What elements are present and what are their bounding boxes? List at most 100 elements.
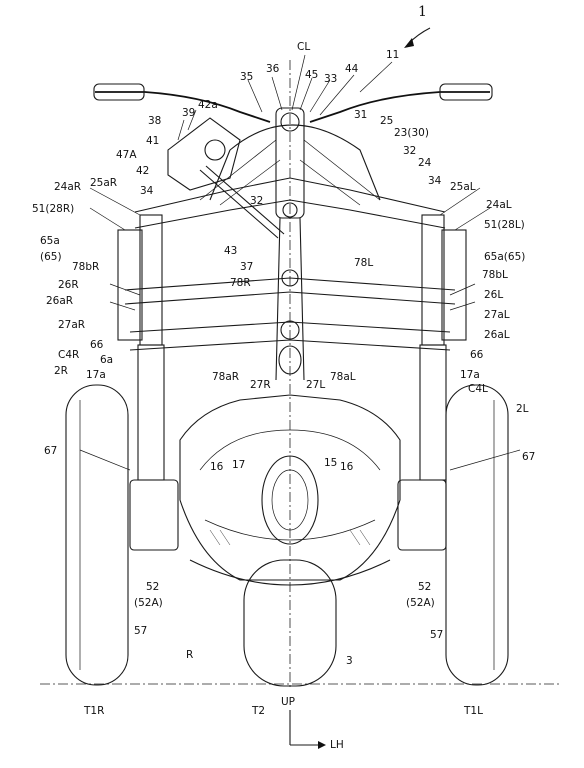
upper-arm-lower bbox=[134, 199, 446, 229]
label-65-right: (65) bbox=[40, 251, 62, 263]
label-11: 11 bbox=[386, 49, 400, 61]
label-17a-right: 17a bbox=[86, 369, 106, 381]
body-outline bbox=[179, 394, 401, 581]
label-33: 33 bbox=[324, 73, 338, 85]
label-43: 43 bbox=[224, 245, 238, 257]
label-35: 35 bbox=[240, 71, 254, 83]
low-arm bbox=[129, 321, 451, 333]
low-arm-lower bbox=[129, 339, 451, 351]
right-hub bbox=[129, 479, 179, 551]
label-42: 42 bbox=[136, 165, 150, 177]
label-51-28l: 51(28L) bbox=[484, 219, 525, 231]
right-fork-lower bbox=[137, 344, 165, 481]
handlebar bbox=[95, 91, 490, 123]
master-cylinder bbox=[167, 117, 241, 191]
upper-brace-l bbox=[299, 139, 381, 206]
label-67-right: 67 bbox=[44, 445, 58, 457]
mid-arm bbox=[124, 277, 456, 291]
reservoir bbox=[204, 139, 226, 161]
central-spine bbox=[275, 217, 305, 381]
link-rod-2 bbox=[205, 165, 285, 235]
label-27r: 27R bbox=[250, 379, 271, 391]
label-3: 3 bbox=[346, 655, 353, 667]
label-27l: 27L bbox=[306, 379, 326, 391]
label-26r: 26R bbox=[58, 279, 79, 291]
steering-nut bbox=[280, 112, 300, 132]
link-rod bbox=[199, 169, 279, 239]
label-52a-right: (52A) bbox=[134, 597, 163, 609]
label-t1l: T1L bbox=[464, 705, 483, 717]
rear-wheel bbox=[243, 559, 337, 687]
label-52-left: 52 bbox=[418, 581, 432, 593]
leader-lines bbox=[79, 54, 521, 471]
label-34-left: 34 bbox=[428, 175, 442, 187]
label-65a-right: 65a bbox=[40, 235, 60, 247]
label-34-right: 34 bbox=[140, 185, 154, 197]
label-16-right: 16 bbox=[210, 461, 224, 473]
label-6a: 6a bbox=[100, 354, 114, 366]
label-27al: 27aL bbox=[484, 309, 510, 321]
lower-skirt bbox=[189, 559, 391, 586]
figure-number: 1 bbox=[418, 4, 427, 20]
left-damper bbox=[441, 229, 467, 341]
right-fork-upper bbox=[139, 214, 163, 346]
lh-arrow-head bbox=[318, 741, 326, 749]
label-51-28r: 51(28R) bbox=[32, 203, 75, 215]
center-pivot-1 bbox=[281, 269, 299, 287]
tail-light-inner bbox=[271, 469, 309, 531]
upper-brace-r bbox=[199, 139, 281, 206]
figure-arrow-head bbox=[404, 38, 414, 48]
label-24: 24 bbox=[418, 157, 432, 169]
label-78ar: 78aR bbox=[212, 371, 240, 383]
label-57-left: 57 bbox=[430, 629, 444, 641]
label-25ar: 25aR bbox=[90, 177, 118, 189]
label-42a: 42a bbox=[198, 99, 218, 111]
center-pivot-3 bbox=[278, 345, 302, 375]
label-78bl: 78bL bbox=[482, 269, 508, 281]
label-2l: 2L bbox=[516, 403, 529, 415]
label-78r: 78R bbox=[230, 277, 251, 289]
exhaust-hatch bbox=[209, 529, 371, 546]
center-pivot-2 bbox=[280, 320, 300, 340]
label-32-lower: 32 bbox=[250, 195, 264, 207]
mid-arm-lower bbox=[124, 291, 456, 305]
steering-lower-nut bbox=[282, 202, 298, 218]
engine-contour bbox=[199, 429, 381, 541]
label-17a-left: 17a bbox=[460, 369, 480, 381]
label-25al: 25aL bbox=[450, 181, 476, 193]
label-23-30: 23(30) bbox=[394, 127, 429, 139]
label-36: 36 bbox=[266, 63, 280, 75]
grip-left bbox=[439, 83, 493, 101]
label-78br: 78bR bbox=[72, 261, 100, 273]
label-15: 15 bbox=[324, 457, 338, 469]
label-37: 37 bbox=[240, 261, 254, 273]
label-78al: 78aL bbox=[330, 371, 356, 383]
label-44: 44 bbox=[345, 63, 359, 75]
left-hub bbox=[397, 479, 447, 551]
label-26l: 26L bbox=[484, 289, 504, 301]
label-39: 39 bbox=[182, 107, 196, 119]
left-wheel bbox=[445, 384, 509, 686]
label-24ar: 24aR bbox=[54, 181, 82, 193]
label-45: 45 bbox=[305, 69, 319, 81]
tail-light bbox=[261, 455, 319, 545]
label-27ar: 27aR bbox=[58, 319, 86, 331]
label-24al: 24aL bbox=[486, 199, 512, 211]
label-52-right: 52 bbox=[146, 581, 160, 593]
label-r: R bbox=[186, 649, 194, 661]
label-67-left: 67 bbox=[522, 451, 536, 463]
label-17: 17 bbox=[232, 459, 246, 471]
label-lh: LH bbox=[330, 739, 344, 751]
left-fork-lower bbox=[419, 344, 447, 481]
label-38: 38 bbox=[148, 115, 162, 127]
label-47a: 47A bbox=[116, 149, 137, 161]
right-wheel bbox=[65, 384, 129, 686]
left-fork-upper bbox=[421, 214, 445, 346]
right-damper bbox=[117, 229, 143, 341]
label-26al: 26aL bbox=[484, 329, 510, 341]
label-2r: 2R bbox=[54, 365, 68, 377]
label-26ar: 26aR bbox=[46, 295, 74, 307]
cowl-outline bbox=[209, 124, 381, 201]
label-t1r: T1R bbox=[84, 705, 105, 717]
label-31: 31 bbox=[354, 109, 368, 121]
